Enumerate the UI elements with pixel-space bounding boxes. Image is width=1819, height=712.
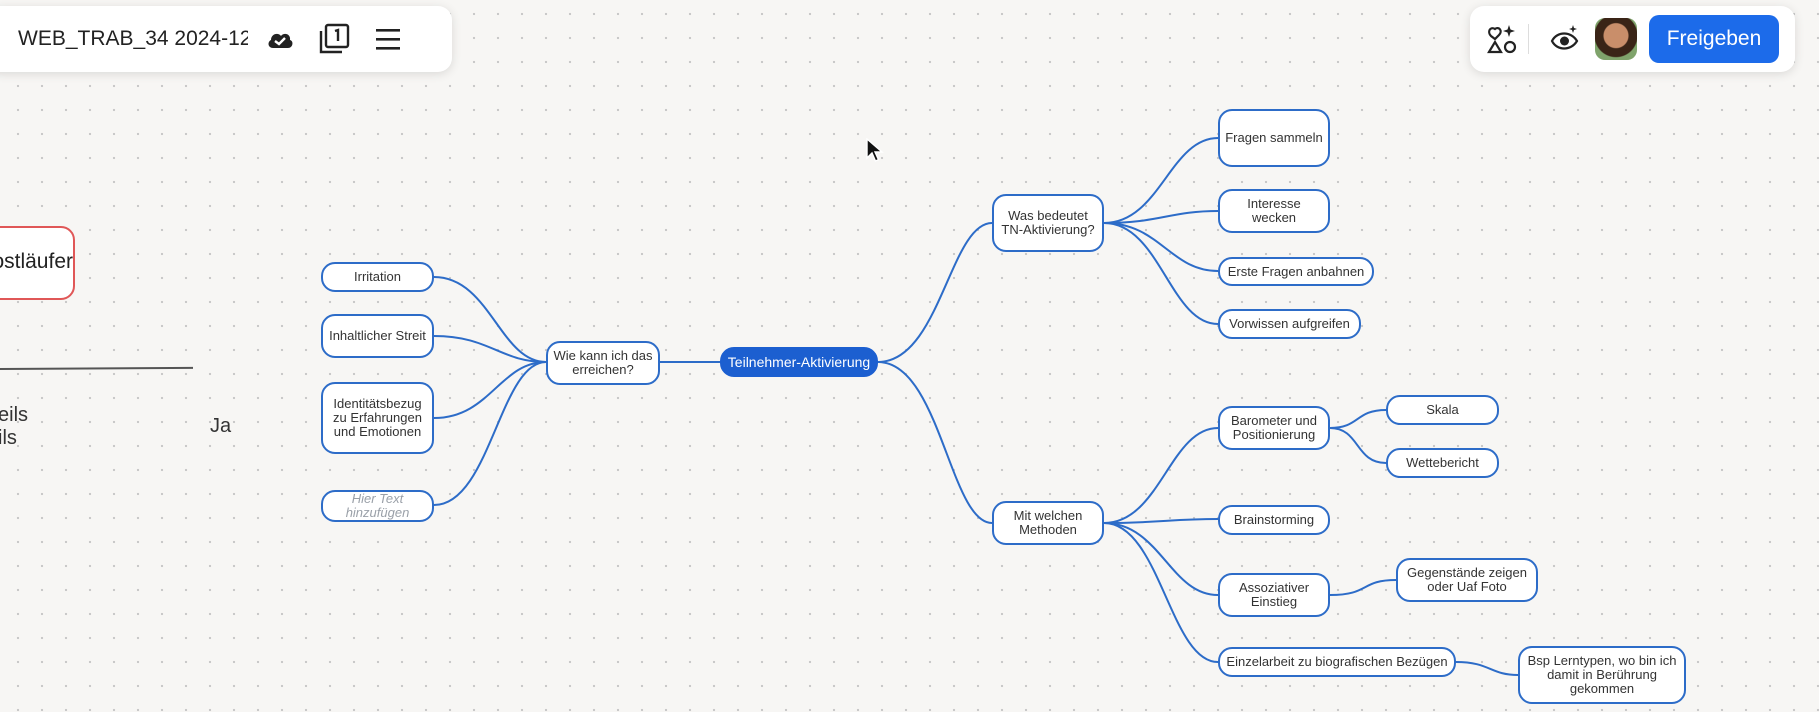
node-brainstorming[interactable]: Brainstorming	[1218, 505, 1330, 535]
edge-root-top	[877, 222, 993, 363]
edge-bottom-barometer	[1103, 427, 1219, 524]
fragment-text-2: ils	[0, 427, 17, 449]
sparkle-shapes-icon[interactable]	[1480, 17, 1524, 61]
mouse-cursor-icon	[866, 138, 884, 162]
edge-top-vorwissen	[1103, 222, 1219, 325]
edge-bottom-einzelarbeit	[1103, 522, 1219, 663]
node-einzelarbeit[interactable]: Einzelarbeit zu biografischen Bezügen	[1218, 647, 1456, 677]
toolbar-separator	[1528, 24, 1529, 54]
fragment-card-text: ostläufer	[0, 250, 73, 273]
edge-assoziativ-gegen	[1329, 579, 1397, 596]
edge-left-irritation	[433, 276, 547, 363]
edge-top-erste	[1103, 222, 1219, 272]
node-irritation[interactable]: Irritation	[321, 262, 434, 292]
node-barometer[interactable]: Barometer und Positionierung	[1218, 406, 1330, 450]
node-placeholder[interactable]: Hier Text hinzufügen	[321, 490, 434, 522]
node-fragen-sammeln[interactable]: Fragen sammeln	[1218, 109, 1330, 167]
node-vorwissen[interactable]: Vorwissen aufgreifen	[1218, 309, 1361, 339]
edge-barometer-wette	[1329, 427, 1387, 464]
edge-root-bottom	[877, 361, 993, 524]
node-right-top[interactable]: Was bedeutet TN-Aktivierung?	[992, 194, 1104, 252]
fragment-text-ja: Ja	[210, 415, 232, 437]
fragment-card[interactable]: ostläufer	[0, 226, 75, 300]
node-assoziativ[interactable]: Assoziativer Einstieg	[1218, 573, 1330, 617]
fragment-text-1: eils	[0, 404, 29, 426]
edge-barometer-skala	[1329, 409, 1387, 429]
node-gegenstaende[interactable]: Gegenstände zeigen oder Uaf Foto	[1396, 558, 1538, 602]
edge-left-placeholder	[433, 361, 547, 506]
node-root[interactable]: Teilnehmer-Aktivierung	[720, 347, 878, 377]
edge-bottom-assoziativ	[1103, 522, 1219, 596]
node-streit[interactable]: Inhaltlicher Streit	[321, 314, 434, 358]
node-wettebericht[interactable]: Wettebericht	[1386, 448, 1499, 478]
edge-top-fragen	[1103, 137, 1219, 224]
document-title[interactable]: WEB_TRAB_34 2024-12...	[18, 27, 248, 50]
edge-einzel-bsp	[1455, 661, 1519, 676]
share-button[interactable]: Freigeben	[1649, 15, 1779, 63]
cloud-check-icon[interactable]	[258, 17, 302, 61]
node-identitaet[interactable]: Identitätsbezug zu Erfahrungen und Emoti…	[321, 382, 434, 454]
node-bsp-lerntypen[interactable]: Bsp Lerntypen, wo bin ich damit in Berüh…	[1518, 646, 1686, 704]
edge-bottom-brainstorming	[1103, 518, 1219, 524]
user-avatar[interactable]	[1595, 18, 1637, 60]
edge-top-interesse	[1103, 210, 1219, 224]
edge-left-streit	[433, 335, 547, 363]
node-right-bottom[interactable]: Mit welchen Methoden	[992, 501, 1104, 545]
pages-icon[interactable]	[312, 17, 356, 61]
node-erste-fragen[interactable]: Erste Fragen anbahnen	[1218, 257, 1374, 286]
node-left-branch[interactable]: Wie kann ich das erreichen?	[546, 341, 660, 385]
node-skala[interactable]: Skala	[1386, 395, 1499, 425]
collab-toolbar: Freigeben	[1470, 6, 1795, 72]
eye-sparkle-icon[interactable]	[1543, 17, 1587, 61]
node-interesse[interactable]: Interesse wecken	[1218, 189, 1330, 233]
menu-icon[interactable]	[366, 17, 410, 61]
edge-left-identitaet	[433, 361, 547, 419]
document-toolbar: WEB_TRAB_34 2024-12...	[0, 6, 452, 72]
